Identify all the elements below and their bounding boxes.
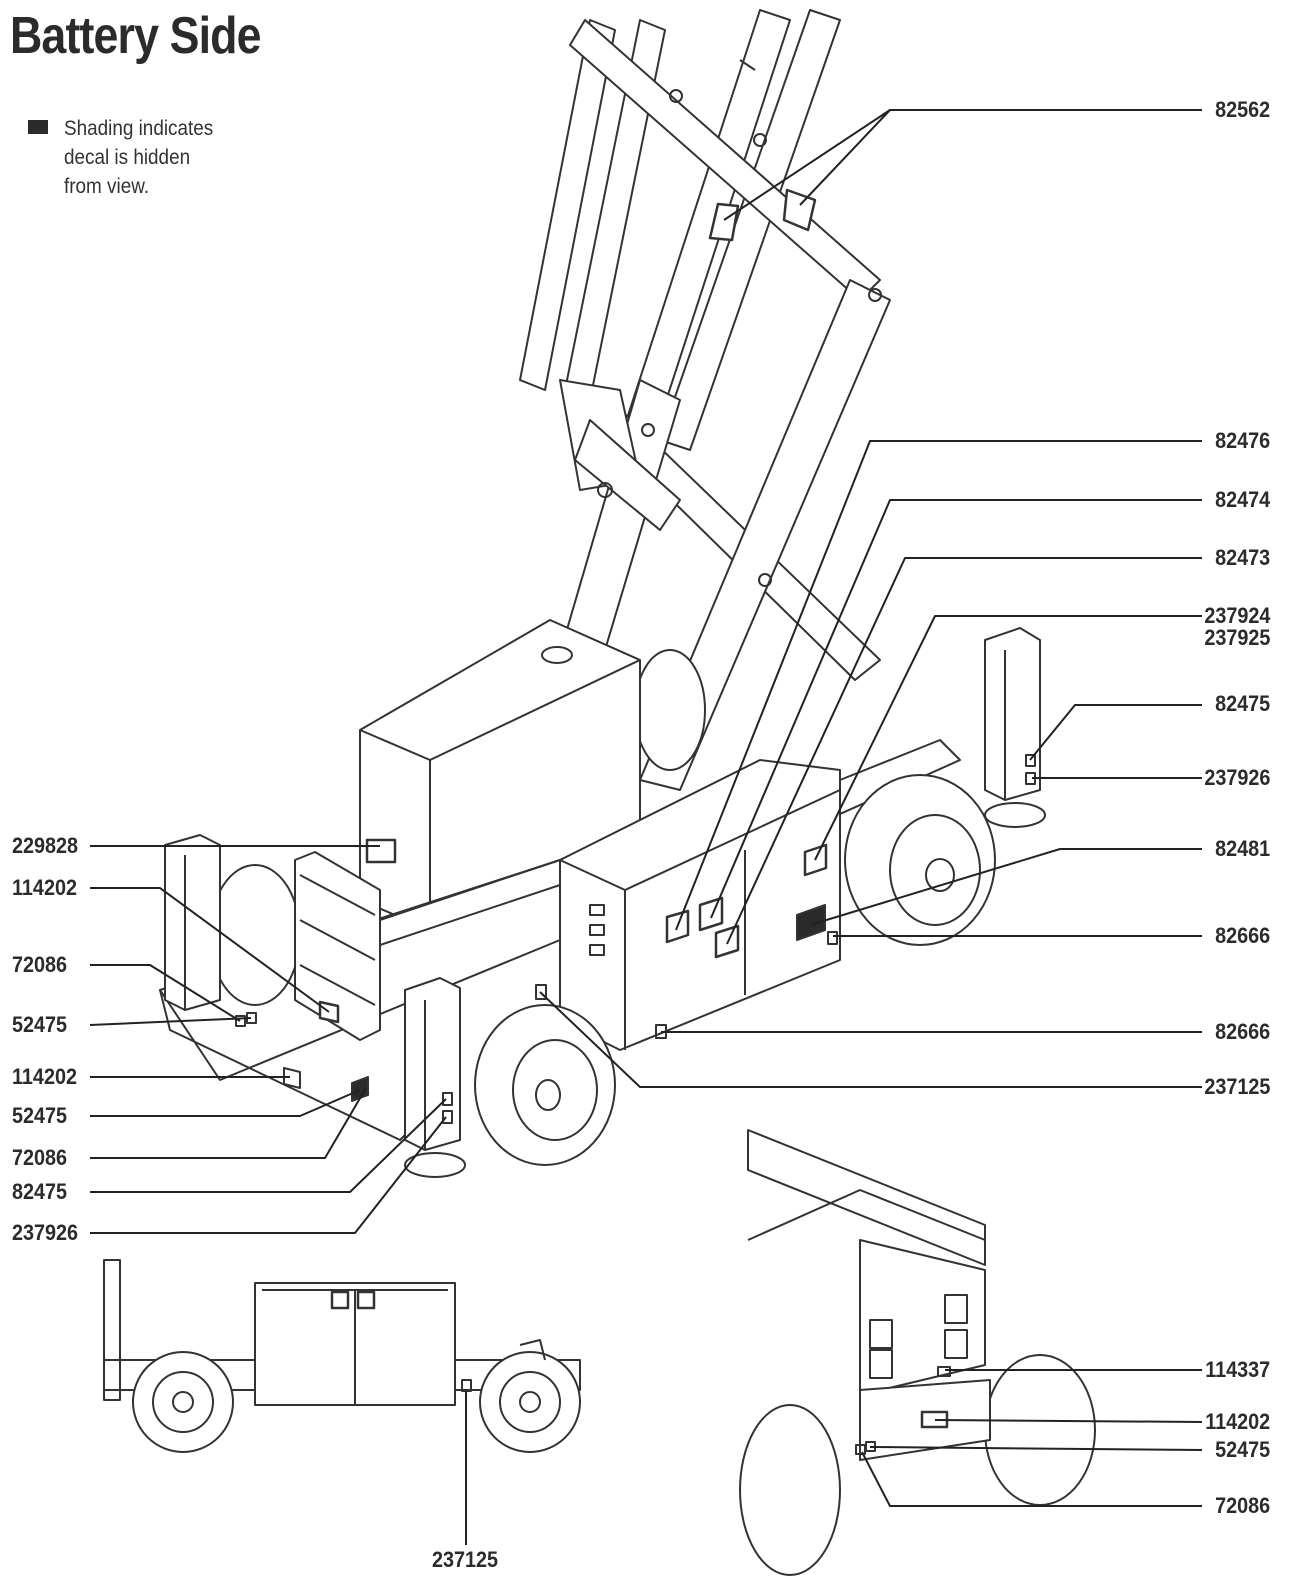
callout-82475: 82475 <box>1214 691 1270 716</box>
callout-82562: 82562 <box>1214 97 1270 122</box>
callout-237924: 237924 <box>1203 603 1270 628</box>
callout-72086: 72086 <box>12 1145 68 1170</box>
legend-text: Shading indicates decal is hidden from v… <box>64 117 214 198</box>
callout-72086: 72086 <box>12 952 68 977</box>
page-title: Battery Side <box>10 7 262 65</box>
callout-82666: 82666 <box>1214 923 1270 948</box>
control-box <box>535 759 841 1051</box>
callout-114202: 114202 <box>12 1064 77 1089</box>
callout-52475: 52475 <box>1214 1437 1270 1462</box>
callout-114202: 114202 <box>12 875 77 900</box>
callout-237926: 237926 <box>12 1220 79 1245</box>
callout-82473: 82473 <box>1214 545 1270 570</box>
callout-237925: 237925 <box>1203 625 1270 650</box>
callout-82475: 82475 <box>12 1179 68 1204</box>
callout-114337: 114337 <box>1205 1357 1270 1382</box>
callout-237125: 237125 <box>432 1547 499 1572</box>
shading-swatch <box>28 120 48 134</box>
scissor-arms <box>519 9 891 801</box>
callout-72086: 72086 <box>1214 1493 1270 1518</box>
callout-82476: 82476 <box>1214 428 1270 453</box>
callout-82666: 82666 <box>1214 1019 1270 1044</box>
callout-82481: 82481 <box>1214 836 1270 861</box>
callout-237125: 237125 <box>1203 1074 1270 1099</box>
detail-view <box>739 1129 1203 1576</box>
callout-229828: 229828 <box>12 833 79 858</box>
callout-52475: 52475 <box>12 1103 68 1128</box>
callout-114202: 114202 <box>1205 1409 1270 1434</box>
callout-237926: 237926 <box>1203 765 1270 790</box>
callout-52475: 52475 <box>12 1012 68 1037</box>
side-view <box>103 1259 581 1545</box>
callout-82474: 82474 <box>1214 487 1270 512</box>
